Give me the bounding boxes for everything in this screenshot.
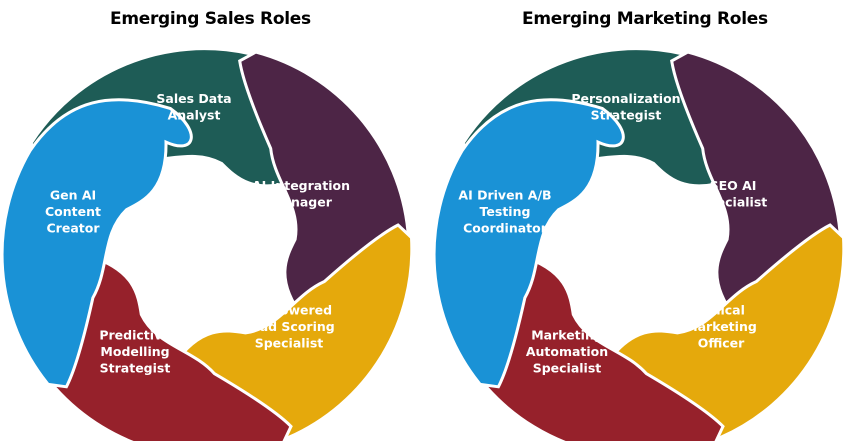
role-label-line: Automation bbox=[526, 344, 608, 359]
role-label-line: AI Integration bbox=[252, 178, 350, 193]
role-label-line: Lead Scoring bbox=[243, 319, 334, 334]
role-label-line: Analyst bbox=[168, 107, 221, 122]
role-label-line: Officer bbox=[698, 336, 745, 351]
role-label-line: Coordinator bbox=[463, 221, 548, 236]
role-label-line: Strategist bbox=[591, 107, 662, 122]
role-label-line: Personalization bbox=[571, 91, 680, 106]
sales-petal-5 bbox=[0, 98, 193, 389]
role-label-line: Marketing bbox=[531, 328, 603, 343]
role-label-line: Specialist bbox=[255, 336, 324, 351]
role-label-line: Gen AI bbox=[50, 188, 96, 203]
role-label-line: Ethical bbox=[697, 303, 745, 318]
marketing-diagram-title: Emerging Marketing Roles bbox=[522, 9, 768, 29]
role-label-line: Strategist bbox=[100, 361, 171, 376]
role-label-line: Manager bbox=[270, 194, 333, 209]
role-label-line: AI Driven A/B bbox=[458, 188, 551, 203]
role-label-line: Modelling bbox=[100, 344, 169, 359]
marketing-petal-5 bbox=[432, 98, 625, 389]
role-label-line: Specialist bbox=[699, 194, 768, 209]
role-label-line: Testing bbox=[480, 204, 531, 219]
role-label-line: Content bbox=[45, 204, 101, 219]
role-label-line: Specialist bbox=[533, 361, 602, 376]
role-label-line: Marketing bbox=[685, 319, 757, 334]
role-label-line: Predictive bbox=[99, 328, 170, 343]
sales-diagram-title: Emerging Sales Roles bbox=[110, 9, 311, 29]
role-label-line: ML Powered bbox=[246, 303, 332, 318]
role-label-line: Sales Data bbox=[156, 91, 231, 106]
role-label-line: Creator bbox=[47, 221, 101, 236]
role-label-line: SEO AI bbox=[710, 178, 757, 193]
